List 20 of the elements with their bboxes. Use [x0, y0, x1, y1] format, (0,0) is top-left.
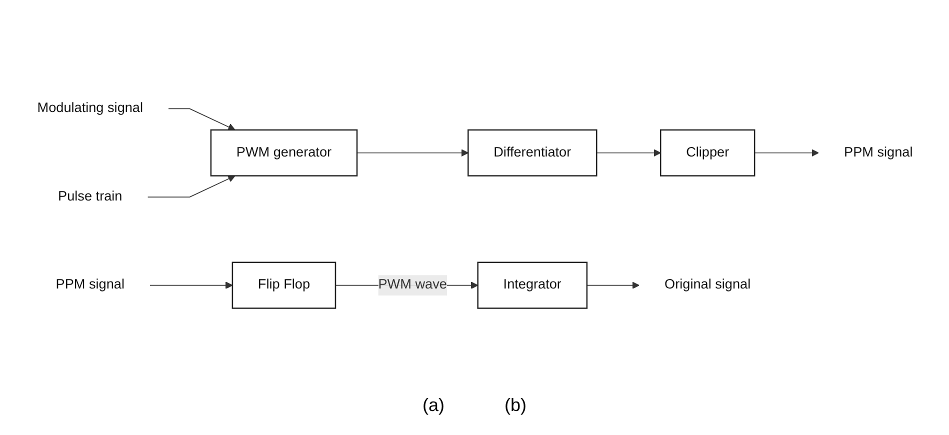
- caption-label: (b): [504, 395, 526, 416]
- arrow: [146, 176, 235, 198]
- node-box: Flip Flop: [231, 262, 336, 310]
- node-box: Clipper: [659, 130, 755, 177]
- node-box: Differentiator: [467, 130, 597, 177]
- node-text: Pulse train: [58, 190, 122, 204]
- node-box: Integrator: [476, 262, 588, 310]
- node-text: Original signal: [664, 278, 750, 293]
- node-text: PPM signal: [55, 278, 124, 293]
- arrow: [596, 150, 660, 158]
- arrow: [168, 108, 235, 131]
- arrow: [586, 282, 639, 290]
- caption-label: (a): [422, 395, 444, 416]
- edge-label: PWM wave: [378, 278, 446, 293]
- node-box: PWM generator: [210, 130, 358, 177]
- arrow: [149, 282, 232, 290]
- node-text: Modulating signal: [36, 102, 143, 116]
- arrow: [356, 150, 468, 158]
- node-text: PPM signal: [844, 146, 912, 160]
- arrow: [754, 150, 818, 158]
